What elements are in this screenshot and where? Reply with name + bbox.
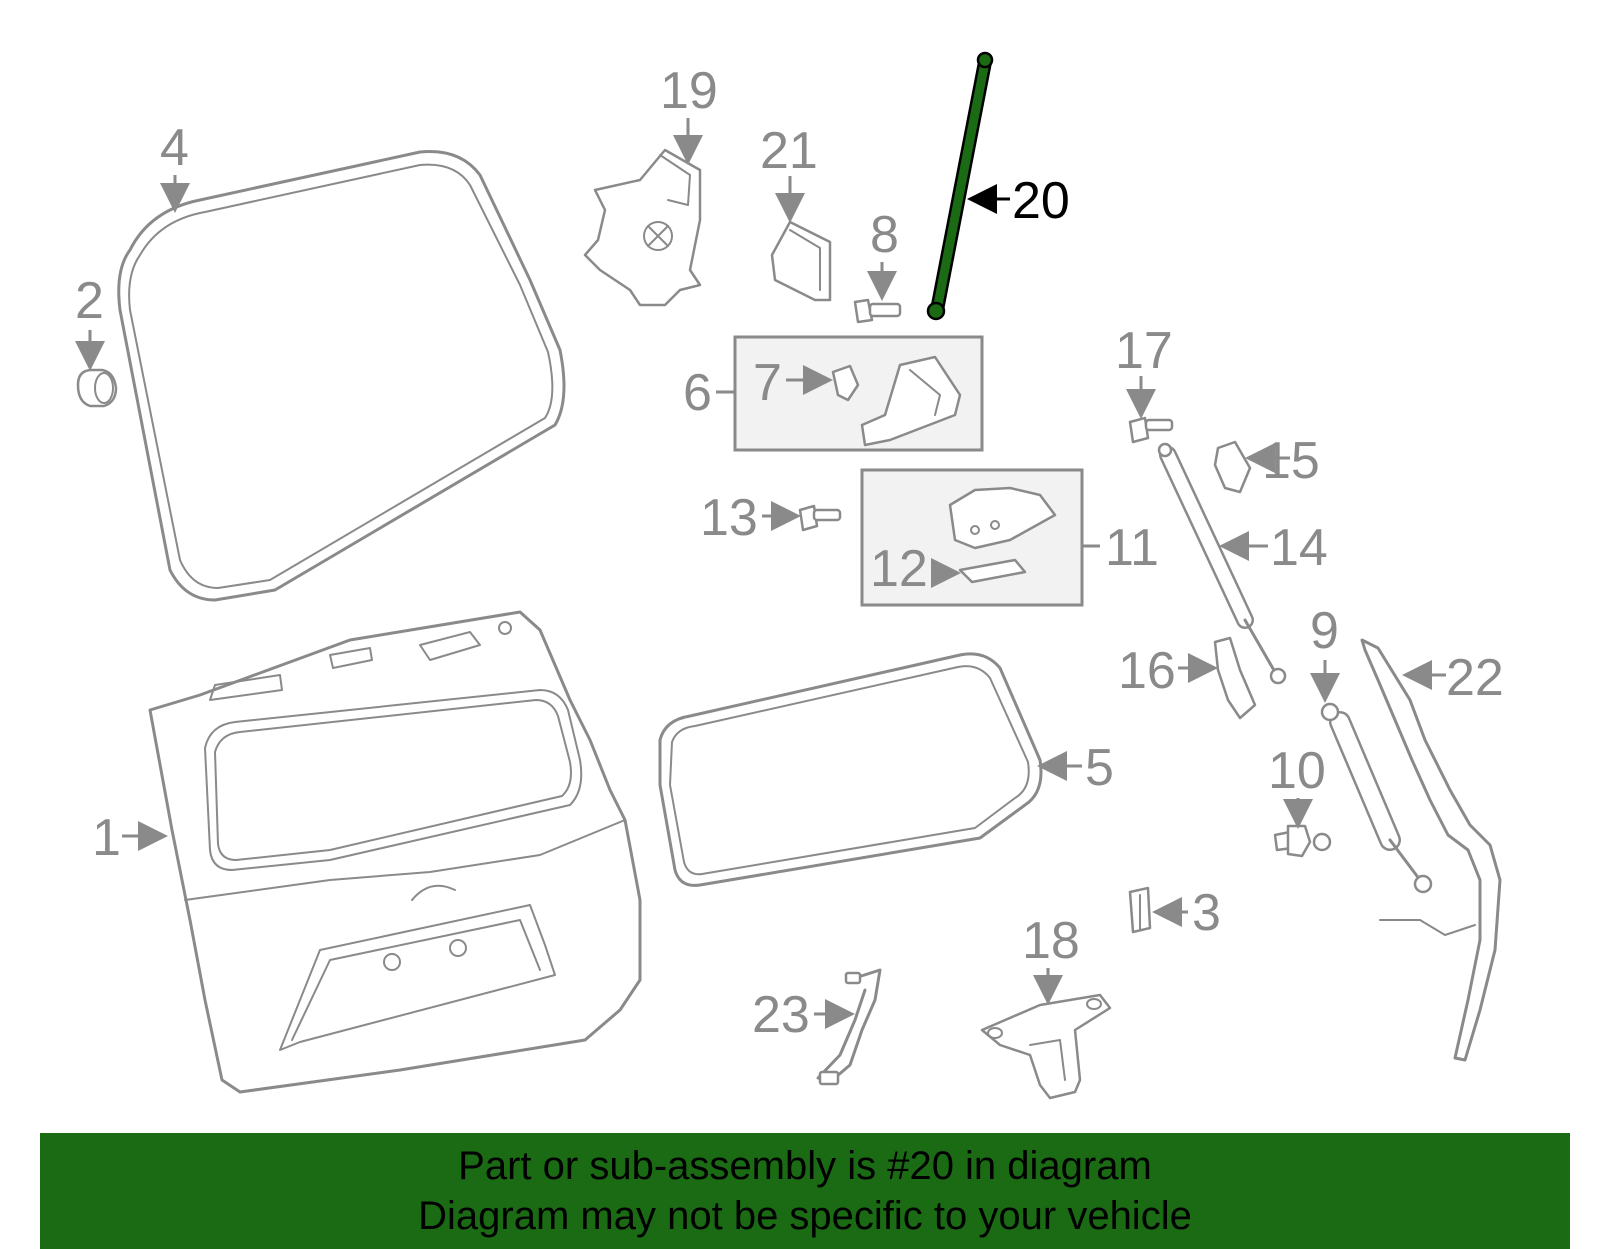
callout-5: 5 <box>1085 739 1114 797</box>
part-8-bolt[interactable] <box>853 298 902 324</box>
callout-17: 17 <box>1115 322 1173 380</box>
callout-12: 12 <box>870 540 928 598</box>
part-7-clip[interactable] <box>831 364 860 402</box>
part-1-liftgate[interactable] <box>148 610 642 1094</box>
part-21-bracket[interactable] <box>770 220 832 302</box>
part-10-ball-stud[interactable] <box>1273 824 1332 858</box>
part-2-stopper[interactable] <box>76 368 118 408</box>
part-9-lift-strut[interactable] <box>1320 702 1433 894</box>
part-19-latch[interactable] <box>583 148 702 307</box>
callout-14: 14 <box>1270 519 1328 577</box>
callout-11: 11 <box>1105 519 1159 577</box>
part-22-side-trim[interactable] <box>1360 638 1502 1062</box>
callout-7: 7 <box>753 354 782 412</box>
callout-8: 8 <box>870 206 899 264</box>
part-23-wire-harness[interactable] <box>816 968 882 1086</box>
callout-19: 19 <box>660 62 718 120</box>
callout-10: 10 <box>1268 742 1326 800</box>
callout-23: 23 <box>752 986 810 1044</box>
callout-15: 15 <box>1262 432 1320 490</box>
callout-1: 1 <box>92 809 121 867</box>
callout-6: 6 <box>683 364 712 422</box>
callout-2: 2 <box>75 272 104 330</box>
part-15-clip[interactable] <box>1213 440 1252 494</box>
info-banner: Part or sub-assembly is #20 in diagram D… <box>40 1133 1570 1249</box>
callout-4: 4 <box>160 119 189 177</box>
callout-3: 3 <box>1192 884 1221 942</box>
callout-16: 16 <box>1118 642 1176 700</box>
part-11-hinge[interactable] <box>948 486 1057 550</box>
callout-13: 13 <box>700 489 758 547</box>
callout-9: 9 <box>1310 602 1339 660</box>
part-6-hinge[interactable] <box>860 355 962 447</box>
part-3-pad[interactable] <box>1128 886 1152 934</box>
part-20-support-rod-highlighted[interactable] <box>926 51 994 321</box>
part-13-bolt[interactable] <box>798 504 842 532</box>
part-14-gas-strut[interactable] <box>1157 442 1287 685</box>
callout-21: 21 <box>760 122 818 180</box>
callout-22: 22 <box>1446 649 1504 707</box>
part-18-lock-latch[interactable] <box>980 993 1112 1100</box>
banner-line-1: Part or sub-assembly is #20 in diagram <box>458 1144 1152 1188</box>
callout-20: 20 <box>1012 172 1070 230</box>
part-12-plate[interactable] <box>958 558 1027 584</box>
part-17-bolt[interactable] <box>1128 416 1174 444</box>
part-4-back-glass[interactable] <box>117 149 566 602</box>
callout-18: 18 <box>1022 912 1080 970</box>
part-16-bracket[interactable] <box>1213 636 1257 720</box>
banner-line-2: Diagram may not be specific to your vehi… <box>418 1194 1192 1238</box>
part-5-lower-glass[interactable] <box>658 652 1043 887</box>
